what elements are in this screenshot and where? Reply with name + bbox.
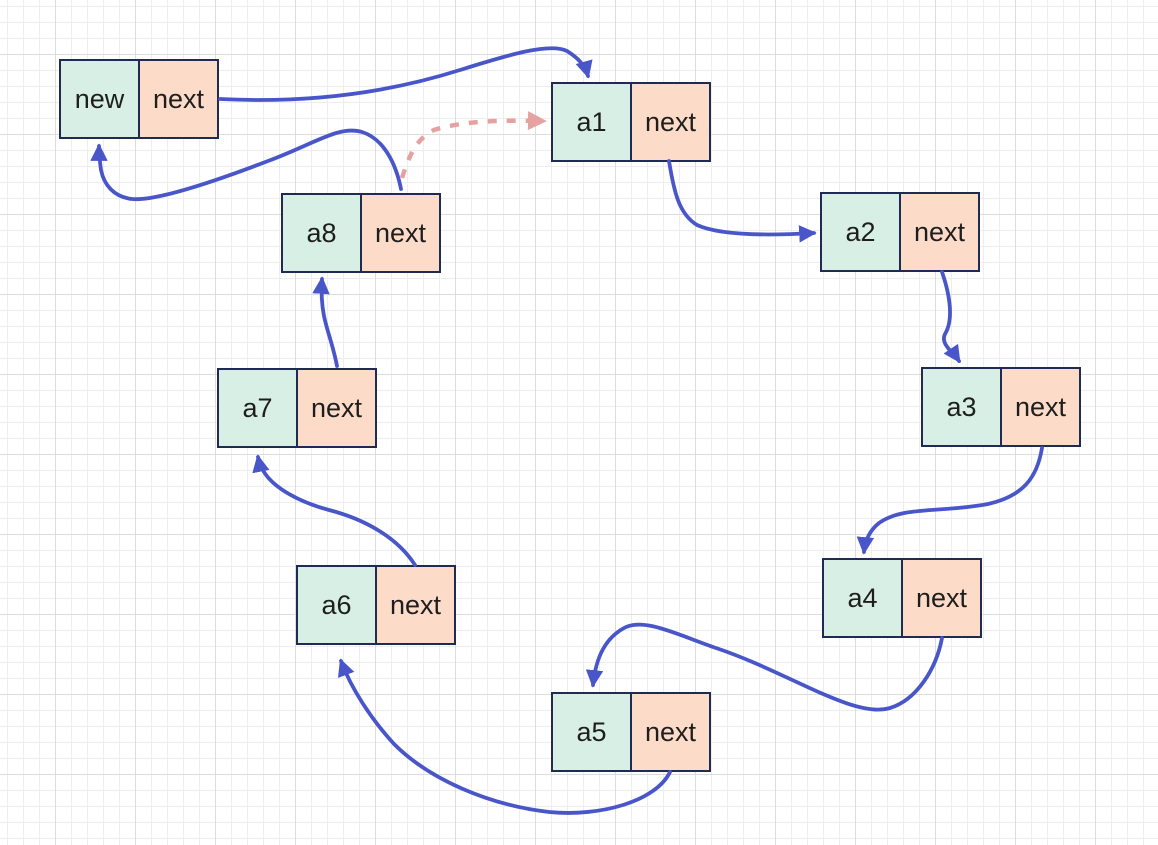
node-pointer-cell: next bbox=[630, 82, 711, 162]
node-data-cell: a3 bbox=[921, 367, 1002, 447]
edge-a2-to-a3 bbox=[940, 270, 961, 364]
node-label: a6 bbox=[321, 589, 352, 620]
node-data-cell: a4 bbox=[822, 558, 903, 638]
node-pointer-cell: next bbox=[360, 193, 441, 273]
node-label: a3 bbox=[946, 391, 977, 422]
edge-a3-to-a4 bbox=[856, 446, 1044, 555]
node-pointer-cell: next bbox=[1000, 367, 1081, 447]
node-pointer-cell: next bbox=[901, 558, 982, 638]
node-data-cell: a8 bbox=[281, 193, 362, 273]
node-pointer-cell: next bbox=[375, 565, 456, 645]
node-pointer-cell: next bbox=[630, 692, 711, 772]
node-data-cell: a1 bbox=[551, 82, 632, 162]
node-a2: a2 next bbox=[820, 192, 980, 272]
node-a6: a6 next bbox=[296, 565, 456, 645]
node-a8: a8 next bbox=[281, 193, 441, 273]
edge-a8-to-a1 bbox=[399, 111, 547, 179]
node-new: new next bbox=[59, 59, 219, 139]
node-a1: a1 next bbox=[551, 82, 711, 162]
node-label: a8 bbox=[306, 217, 337, 248]
node-data-cell: a2 bbox=[820, 192, 901, 272]
node-pointer-label: next bbox=[644, 716, 697, 747]
node-label: a4 bbox=[847, 582, 878, 613]
node-a5: a5 next bbox=[551, 692, 711, 772]
node-pointer-label: next bbox=[389, 589, 442, 620]
node-pointer-label: next bbox=[374, 217, 427, 248]
node-a3: a3 next bbox=[921, 367, 1081, 447]
edge-new-to-a1 bbox=[218, 46, 593, 102]
node-pointer-label: next bbox=[644, 106, 697, 137]
node-pointer-label: next bbox=[915, 582, 968, 613]
node-pointer-label: next bbox=[310, 392, 363, 423]
node-data-cell: a6 bbox=[296, 565, 377, 645]
node-label: new bbox=[74, 83, 125, 114]
node-pointer-cell: next bbox=[899, 192, 980, 272]
node-label: a2 bbox=[845, 216, 876, 247]
node-data-cell: a7 bbox=[217, 368, 298, 448]
node-a7: a7 next bbox=[217, 368, 377, 448]
node-label: a7 bbox=[242, 392, 273, 423]
node-pointer-label: next bbox=[152, 83, 205, 114]
node-pointer-cell: next bbox=[138, 59, 219, 139]
node-pointer-cell: next bbox=[296, 368, 377, 448]
node-label: a5 bbox=[576, 716, 607, 747]
edge-a8-to-new bbox=[90, 128, 403, 202]
node-pointer-label: next bbox=[913, 216, 966, 247]
edge-a7-to-a8 bbox=[312, 276, 339, 368]
node-a4: a4 next bbox=[822, 558, 982, 638]
edge-a6-to-a7 bbox=[252, 454, 417, 567]
node-pointer-label: next bbox=[1014, 391, 1067, 422]
edge-a1-to-a2 bbox=[667, 159, 817, 243]
node-data-cell: a5 bbox=[551, 692, 632, 772]
node-data-cell: new bbox=[59, 59, 140, 139]
node-label: a1 bbox=[576, 106, 607, 137]
